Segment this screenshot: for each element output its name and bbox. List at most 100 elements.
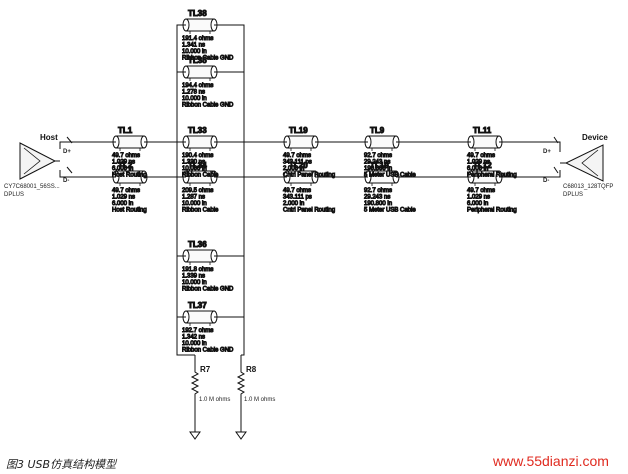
- tl-length: 190.800 in: [364, 201, 392, 207]
- tl-id-label: TL11: [473, 126, 492, 135]
- tl-description: Ribbon Cable GND: [182, 287, 234, 293]
- tl-impedance: 192.7 ohms: [182, 328, 213, 334]
- transmission-line-0: [182, 18, 218, 34]
- host-pin-plus: D+: [63, 149, 71, 155]
- tl-delay: 343.111 ps: [283, 160, 312, 166]
- tl-description: Cntrl Panel Routing: [283, 173, 335, 179]
- host-net-name: DPLUS: [4, 192, 24, 198]
- device-label: Device: [582, 133, 608, 142]
- tl-delay: 29.243 ns: [364, 195, 390, 201]
- device-pin-plus: D+: [543, 149, 551, 155]
- tl-delay: 1.339 ns: [182, 274, 205, 280]
- tl-description: Peripheral Routing: [467, 173, 517, 179]
- transmission-line-7: [112, 170, 148, 186]
- tl-length: 10.000 in: [182, 96, 207, 102]
- tl-id-label: TL34: [188, 161, 207, 170]
- tl-id-label: TL9: [370, 126, 385, 135]
- watermark: www.55dianzi.com: [493, 453, 609, 469]
- tl-description: Ribbon Cable GND: [182, 348, 234, 354]
- tl-description: Ribbon Cable GND: [182, 56, 234, 62]
- tl-length: 10.000 in: [182, 280, 207, 286]
- tl-impedance: 191.8 ohms: [182, 267, 213, 273]
- ground-icon: [235, 431, 247, 440]
- tl-delay: 1.029 ns: [112, 160, 135, 166]
- r8-resistor: [236, 368, 246, 432]
- transmission-line-1: [182, 65, 218, 81]
- transmission-line-8: [182, 170, 218, 186]
- tl-description: Cntrl Panel Routing: [283, 208, 335, 214]
- tl-id-label: TL19: [289, 126, 308, 135]
- tl-impedance: 92.7 ohms: [364, 153, 392, 159]
- device-pin-minus: D-: [543, 178, 549, 184]
- tl-description: Ribbon Cable: [182, 173, 219, 179]
- tl-description: Ribbon Cable GND: [182, 103, 234, 109]
- ribbon-cable-bus-wires: [176, 24, 245, 368]
- tl-delay: 1.330 ns: [182, 160, 205, 166]
- tl-length: 2.000 in: [283, 201, 304, 207]
- tl-id-label: TL2: [118, 161, 133, 170]
- tl-length: 10.000 in: [182, 341, 207, 347]
- host-part-number: CY7C68001_56SS...: [4, 184, 60, 190]
- transmission-line-9: [283, 170, 319, 186]
- tl-impedance: 49.7 ohms: [112, 153, 140, 159]
- transmission-line-5: [364, 135, 400, 151]
- tl-length: 6.000 in: [112, 166, 133, 172]
- tl-description: Peripheral Routing: [467, 208, 517, 214]
- tl-id-label: TL19: [370, 161, 389, 170]
- tl-description: Host Routing: [112, 173, 147, 179]
- tl-impedance: 191.4 ohms: [182, 36, 213, 42]
- tl-length: 2.000 in: [283, 166, 304, 172]
- tl-delay: 1.287 ns: [182, 195, 205, 201]
- tl-delay: 1.342 ns: [182, 335, 205, 341]
- tl-length: 6.000 in: [112, 201, 133, 207]
- r7-value: 1.0 M ohms: [199, 397, 230, 403]
- figure-caption: 图3 USB仿真结构模型: [6, 458, 117, 471]
- r7-label: R7: [200, 365, 211, 374]
- tl-id-label: TL38: [188, 9, 207, 18]
- host-label: Host: [40, 133, 58, 142]
- tl-id-label: TL12: [473, 161, 492, 170]
- device-net-name: DPLUS: [563, 192, 583, 198]
- transmission-line-12: [182, 249, 218, 265]
- tl-id-label: TL33: [188, 126, 207, 135]
- tl-length: 6.000 in: [467, 201, 488, 207]
- transmission-line-3: [182, 135, 218, 151]
- tl-impedance: 49.7 ohms: [283, 188, 311, 194]
- device-receiver-symbol: [540, 136, 604, 182]
- device-part-number: C68013_128TQFP: [563, 184, 613, 190]
- transmission-line-10: [364, 170, 400, 186]
- tl-description: Host Routing: [112, 208, 147, 214]
- tl-length: 6.000 in: [467, 166, 488, 172]
- tl-impedance: 190.4 ohms: [182, 153, 213, 159]
- transmission-line-4: [283, 135, 319, 151]
- tl-impedance: 209.5 ohms: [182, 188, 213, 194]
- tl-impedance: 49.7 ohms: [112, 188, 140, 194]
- tl-delay: 1.029 ns: [467, 195, 490, 201]
- r7-resistor: [190, 368, 200, 432]
- tl-id-label: TL20: [289, 161, 308, 170]
- tl-impedance: 49.7 ohms: [283, 153, 311, 159]
- tl-id-label: TL35: [188, 56, 207, 65]
- tl-length: 190.800 in: [364, 166, 392, 172]
- tl-length: 10.000 in: [182, 201, 207, 207]
- tl-impedance: 194.4 ohms: [182, 83, 213, 89]
- transmission-line-13: [182, 310, 218, 326]
- tl-id-label: TL36: [188, 240, 207, 249]
- host-pin-minus: D-: [63, 178, 69, 184]
- tl-delay: 1.029 ns: [112, 195, 135, 201]
- r8-value: 1.0 M ohms: [244, 397, 275, 403]
- tl-delay: 343.111 ps: [283, 195, 312, 201]
- transmission-line-2: [112, 135, 148, 151]
- tl-delay: 29.243 ns: [364, 160, 390, 166]
- transmission-line-11: [467, 170, 503, 186]
- host-driver-symbol: [19, 136, 103, 180]
- tl-delay: 1.029 ns: [467, 160, 490, 166]
- tl-impedance: 49.7 ohms: [467, 188, 495, 194]
- tl-description: Ribbon Cable: [182, 208, 219, 214]
- tl-id-label: TL1: [118, 126, 133, 135]
- tl-delay: 1.341 ns: [182, 43, 205, 49]
- tl-length: 10.000 in: [182, 166, 207, 172]
- r8-label: R8: [246, 365, 257, 374]
- tl-impedance: 49.7 ohms: [467, 153, 495, 159]
